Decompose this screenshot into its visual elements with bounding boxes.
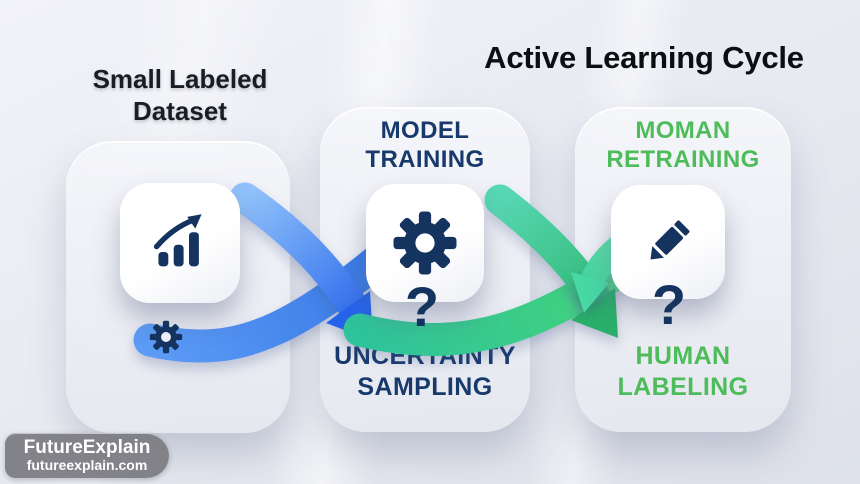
stage2-footer: UNCERTAINTY SAMPLING xyxy=(320,341,530,402)
stage3-question-mark: ? xyxy=(651,273,687,336)
stage1-sub-gear xyxy=(148,319,184,360)
stage2-footer-line2: SAMPLING xyxy=(357,372,493,401)
stage3-heading-line2: RETRAINING xyxy=(606,146,760,174)
stage1-label: Small Labeled Dataset xyxy=(58,64,302,127)
stage2-question-mark: ? xyxy=(404,275,440,338)
growth-chart-icon xyxy=(153,214,202,267)
stage1-icon-tile xyxy=(120,183,240,303)
stage1-label-line1: Small Labeled xyxy=(92,64,268,94)
stage3-heading: MOMAN RETRAINING xyxy=(575,116,791,175)
page-title: Active Learning Cycle xyxy=(484,40,804,75)
stage3-footer-line2: LABELING xyxy=(617,372,749,401)
stage2-footer-line1: UNCERTAINTY xyxy=(334,342,516,370)
stage1-label-line2: Dataset xyxy=(133,95,227,126)
stage3-footer-line1: HUMAN xyxy=(635,342,731,370)
stage2-heading-line1: MODEL xyxy=(380,117,470,144)
watermark-domain: futureexplain.com xyxy=(26,457,148,474)
watermark-badge: FutureExplain futureexplain.com xyxy=(5,433,169,478)
gear-icon xyxy=(149,320,183,354)
pencil-icon xyxy=(650,220,690,260)
stage2-heading-line2: TRAINING xyxy=(365,146,485,174)
gear-icon xyxy=(393,211,457,275)
stage3-footer: HUMAN LABELING xyxy=(575,341,791,402)
stage3-heading-line1: MOMAN xyxy=(635,117,731,144)
watermark-brand: FutureExplain xyxy=(23,436,151,458)
stage2-heading: MODEL TRAINING xyxy=(320,116,530,175)
